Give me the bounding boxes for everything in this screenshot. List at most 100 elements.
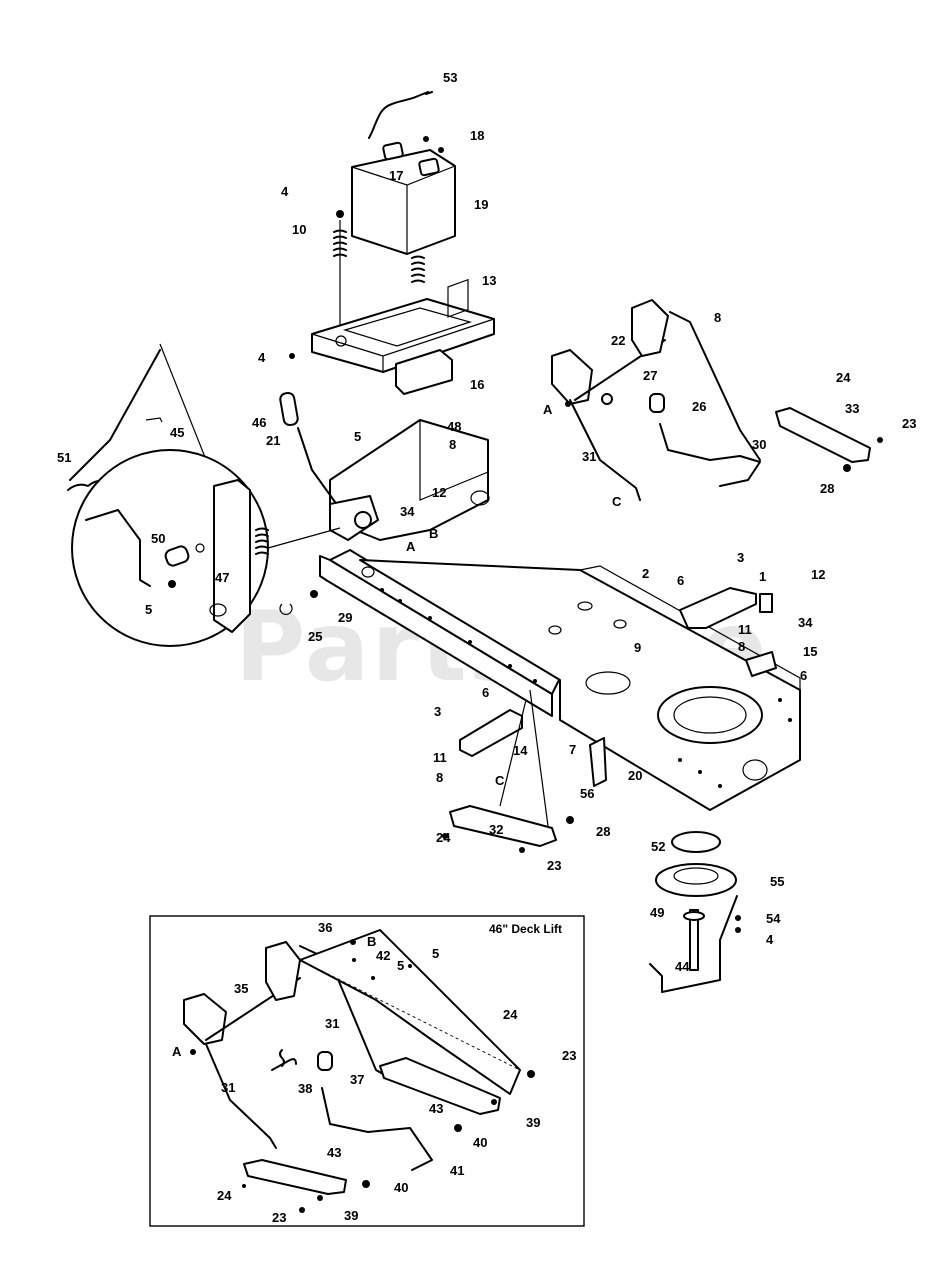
spring-10 — [333, 210, 425, 340]
lift-arm-33 — [775, 407, 871, 463]
callout-c5d: 5 — [397, 958, 404, 973]
callout-c55: 55 — [770, 874, 784, 889]
idler-rod-55 — [649, 895, 738, 993]
pulley-assembly — [649, 831, 741, 993]
callout-c24d: 24 — [217, 1188, 232, 1203]
callout-c3a: 3 — [737, 550, 744, 565]
callout-c11b: 11 — [433, 750, 447, 765]
callout-c33: 33 — [845, 401, 859, 416]
callout-c26: 26 — [692, 399, 706, 414]
callout-c49: 49 — [650, 905, 664, 920]
knob-46 — [279, 391, 299, 427]
callout-c52: 52 — [651, 839, 665, 854]
callout-c51: 51 — [57, 450, 71, 465]
callout-c10: 10 — [292, 222, 306, 237]
inset-title: 46" Deck Lift — [489, 922, 562, 936]
callout-c12b: 12 — [811, 567, 825, 582]
callout-c4c: 4 — [766, 932, 774, 947]
callout-c18: 18 — [470, 128, 484, 143]
battery-cable-53 — [368, 91, 433, 139]
lift-arm-32 — [442, 689, 574, 853]
callout-c37: 37 — [350, 1072, 364, 1087]
brake-linkage — [67, 343, 379, 647]
callout-c43a: 43 — [429, 1101, 443, 1116]
callout-c5a: 5 — [354, 429, 361, 444]
callout-c21: 21 — [266, 433, 280, 448]
callout-cA3: A — [172, 1044, 182, 1059]
callout-c35: 35 — [234, 981, 248, 996]
callout-c5c: 5 — [432, 946, 439, 961]
bracket-1 — [679, 587, 757, 629]
callout-c43b: 43 — [327, 1145, 341, 1160]
callout-c39a: 39 — [526, 1115, 540, 1130]
callout-c8c: 8 — [738, 639, 745, 654]
callout-c36: 36 — [318, 920, 332, 935]
callout-c54: 54 — [766, 911, 781, 926]
callout-c9: 9 — [634, 640, 641, 655]
callout-c23c: 23 — [562, 1048, 576, 1063]
callout-c45: 45 — [170, 425, 184, 440]
callout-c41: 41 — [450, 1163, 464, 1178]
deck-lift-assembly — [551, 299, 883, 501]
bracket-14 — [459, 709, 523, 757]
bracket-15 — [745, 651, 777, 677]
callout-c19: 19 — [474, 197, 488, 212]
battery-assembly — [289, 91, 495, 395]
callout-c17: 17 — [389, 168, 403, 183]
battery-bracket-16 — [395, 349, 453, 395]
callout-c27: 27 — [643, 368, 657, 383]
callout-c11a: 11 — [738, 622, 752, 637]
callout-cB2: B — [367, 934, 376, 949]
callout-cC1: C — [612, 494, 622, 509]
callout-c31c: 31 — [221, 1080, 235, 1095]
callout-c40a: 40 — [473, 1135, 487, 1150]
bracket-20 — [589, 737, 607, 787]
callout-c44: 44 — [675, 959, 690, 974]
callout-cA2: A — [406, 539, 416, 554]
callout-c8d: 8 — [436, 770, 443, 785]
callout-c40b: 40 — [394, 1180, 408, 1195]
callout-c3b: 3 — [434, 704, 441, 719]
callout-c28a: 28 — [820, 481, 834, 496]
callout-c34a: 34 — [400, 504, 415, 519]
callout-c4b: 4 — [258, 350, 266, 365]
inset-box — [149, 915, 585, 1227]
callout-c32: 32 — [489, 822, 503, 837]
callout-c42: 42 — [376, 948, 390, 963]
clip-34 — [759, 593, 773, 613]
callout-c8a: 8 — [714, 310, 721, 325]
callout-c8b: 8 — [449, 437, 456, 452]
callout-c16: 16 — [470, 377, 484, 392]
callout-c13: 13 — [482, 273, 496, 288]
lift-handle-30 — [659, 423, 761, 487]
callout-c31a: 31 — [582, 449, 596, 464]
callout-c56: 56 — [580, 786, 594, 801]
callout-c14: 14 — [513, 743, 528, 758]
callout-c25: 25 — [308, 629, 322, 644]
callout-c28b: 28 — [596, 824, 610, 839]
callout-c30: 30 — [752, 437, 766, 452]
callout-c23a: 23 — [902, 416, 916, 431]
callout-c5b: 5 — [145, 602, 152, 617]
callout-c7: 7 — [569, 742, 576, 757]
callout-c53: 53 — [443, 70, 457, 85]
callout-c23b: 23 — [547, 858, 561, 873]
callout-c2: 2 — [642, 566, 649, 581]
battery-19 — [351, 149, 456, 255]
lift-link-8 — [669, 311, 761, 461]
callout-c23d: 23 — [272, 1210, 286, 1225]
callout-cA1: A — [543, 402, 553, 417]
lift-link-31 — [569, 399, 641, 501]
callout-c24b: 24 — [436, 830, 451, 845]
callout-cC2: C — [495, 773, 505, 788]
callout-c24c: 24 — [503, 1007, 518, 1022]
callout-c24a: 24 — [836, 370, 851, 385]
callout-c46: 46 — [252, 415, 266, 430]
bracket-dash — [329, 495, 379, 541]
callout-c48: 48 — [447, 419, 461, 434]
callout-c34b: 34 — [798, 615, 813, 630]
callout-c50: 50 — [151, 531, 165, 546]
inset-deck-lift — [183, 929, 535, 1213]
